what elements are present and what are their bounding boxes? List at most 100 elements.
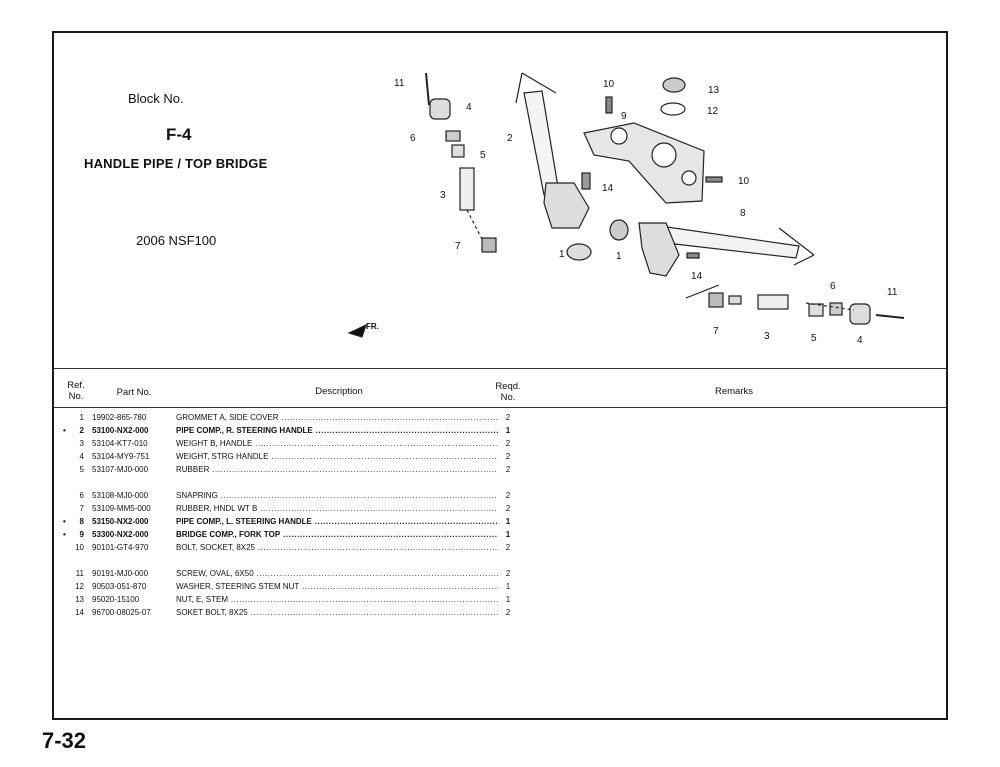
row-quantity: 2 [505,452,511,461]
row-description: PIPE COMP., L. STEERING HANDLE [176,515,498,528]
row-quantity: 1 [505,582,511,591]
callout-label: 11 [887,287,898,298]
row-part-no: 90191-MJ0-000 [92,569,149,578]
row-quantity: 2 [505,491,511,500]
row-description: RUBBER [176,463,498,476]
row-quantity: 1 [505,517,511,526]
row-ref-no: 11 [75,569,84,578]
callout-label: 10 [603,79,615,90]
row-part-no: 96700-08025-07 [92,608,151,617]
callout-label: 5 [480,150,486,161]
callout-label: 13 [708,85,720,96]
row-part-no: 53109-MM5-000 [92,504,151,513]
row-quantity: 1 [505,530,511,539]
col-header-remarks: Remarks [714,386,753,397]
callout-label: 11 [394,78,405,89]
fr-arrow-label: FR. [366,322,379,331]
callout-label: 3 [440,190,446,201]
row-description: BRIDGE COMP., FORK TOP [176,528,498,541]
row-part-no: 53104-KT7-010 [92,439,148,448]
row-part-no: 90503-051-870 [92,582,147,591]
row-ref-no: 12 [75,582,84,591]
row-description: GROMMET A, SIDE COVER [176,411,498,424]
callout-label: 1 [559,249,565,260]
row-part-no: 53100-NX2-000 [92,426,149,435]
callout-label: 6 [830,281,836,292]
row-part-no: 53108-MJ0-000 [92,491,149,500]
callout-label: 14 [602,183,614,194]
block-code: F-4 [166,125,192,144]
row-part-no: 53150-NX2-000 [92,517,149,526]
row-ref-no: 14 [75,608,84,617]
callout-label: 7 [455,241,461,252]
exploded-parts-diagram: 11 4 6 5 2 3 7 10 9 13 12 14 10 1 1 14 8… [347,72,905,346]
callout-label: 12 [707,106,719,117]
row-description: SOKET BOLT, 8X25 [176,606,498,619]
row-quantity: 2 [505,569,511,578]
table-row: 14 96700-08025-07 SOKET BOLT, 8X25 2 [54,606,946,619]
row-part-no: 53107-MJ0-000 [92,465,149,474]
callout-label: 9 [621,111,627,122]
row-mark: • [63,517,66,526]
callout-label: 2 [507,133,513,144]
row-ref-no: 6 [79,491,84,500]
callout-label: 10 [738,176,750,187]
row-description: SCREW, OVAL, 6X50 [176,567,498,580]
row-mark: • [63,426,66,435]
callout-label: 14 [691,271,703,282]
table-row: 1 19902-865-780 GROMMET A, SIDE COVER 2 [54,411,946,424]
row-description: RUBBER, HNDL WT B [176,502,498,515]
row-ref-no: 2 [79,426,84,435]
table-row: 12 90503-051-870 WASHER, STEERING STEM NUT… [54,580,946,593]
callout-label: 5 [811,333,817,344]
row-description: WASHER, STEERING STEM NUT [176,580,498,593]
table-row: 11 90191-MJ0-000 SCREW, OVAL, 6X50 2 [54,567,946,580]
row-ref-no: 8 [79,517,84,526]
callout-label: 6 [410,133,416,144]
row-part-no: 53104-MY9-751 [92,452,150,461]
col-header-description: Description [315,386,363,397]
row-ref-no: 1 [79,413,84,422]
row-quantity: 2 [505,413,511,422]
model-label: 2006 NSF100 [136,233,217,248]
row-ref-no: 5 [79,465,84,474]
table-row: • 8 53150-NX2-000 PIPE COMP., L. STEERING H… [54,515,946,528]
table-row: 6 53108-MJ0-000 SNAPRING 2 [54,489,946,502]
row-ref-no: 7 [79,504,84,513]
row-description: WEIGHT, STRG HANDLE [176,450,498,463]
col-header-part-no: Part No. [116,387,152,398]
row-ref-no: 10 [75,543,84,552]
row-part-no: 53300-NX2-000 [92,530,149,539]
row-part-no: 95020-15100 [92,595,140,604]
callout-labels: 11 4 6 5 2 3 7 10 9 13 12 14 10 1 1 14 8… [366,78,898,346]
row-description: WEIGHT B, HANDLE [176,437,498,450]
row-quantity: 2 [505,504,511,513]
row-quantity: 2 [505,439,511,448]
row-mark: • [63,530,66,539]
row-quantity: 1 [505,426,511,435]
row-description: SNAPRING [176,489,498,502]
row-quantity: 1 [505,595,511,604]
row-quantity: 2 [505,608,511,617]
block-label: Block No. [128,91,184,106]
callout-label: 4 [466,102,472,113]
callout-label: 1 [616,251,622,262]
table-header-divider [54,407,946,408]
row-description: NUT, E, STEM [176,593,498,606]
col-header-ref: Ref. No. [67,380,85,402]
callout-label: 4 [857,335,863,346]
row-part-no: 90101-GT4-970 [92,543,149,552]
row-ref-no: 13 [75,595,84,604]
row-part-no: 19902-865-780 [92,413,147,422]
table-row: 13 95020-15100 NUT, E, STEM 1 [54,593,946,606]
callout-label: 8 [740,208,746,219]
page-number: 7-32 [42,728,87,753]
row-description: BOLT, SOCKET, 8X25 [176,541,498,554]
callout-label: 7 [713,326,719,337]
table-top-divider [54,368,946,369]
row-description: PIPE COMP., R. STEERING HANDLE [176,424,498,437]
